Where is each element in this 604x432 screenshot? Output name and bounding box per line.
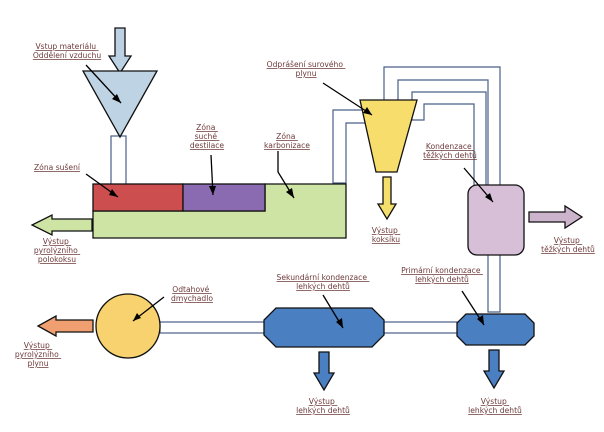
material-input-arrow <box>107 27 133 75</box>
label-carbonization-zone: Zóna karbonizace <box>264 132 310 150</box>
label-light-tar-output-primary: Výstup lehkých dehtů <box>468 397 522 415</box>
arrowhead-drying-zone <box>109 189 118 197</box>
arrowhead-primary-condenser <box>477 315 484 325</box>
label-drying-zone: Zóna sušení <box>34 163 81 172</box>
arrowhead-carbonization <box>286 188 294 198</box>
pipe-cyclone-to-heavy-condenser <box>411 91 487 187</box>
arrowhead-material-input <box>112 94 121 103</box>
label-coke-dust-output: Výstup koksíku <box>372 226 401 244</box>
label-raw-gas-dedusting: Odprášení surového plynu <box>267 60 346 78</box>
arrowhead-dry-distillation <box>209 186 216 195</box>
heavy-tar-condenser <box>467 184 525 256</box>
pipe-cyclone-loop <box>383 66 501 313</box>
leader-carbonization <box>277 151 295 199</box>
pipe-blower-to-secondary <box>159 321 267 334</box>
pyrolysis-reactor <box>92 183 347 239</box>
leader-arrowheads <box>109 94 493 328</box>
heavy-tar-output-arrow <box>528 204 584 230</box>
dry-distillation-zone <box>182 183 266 212</box>
raw-gas-cyclone <box>359 99 418 173</box>
label-semicoke-output: Výstup pyrolýzního polokoksu <box>34 237 80 264</box>
label-material-input: Vstup materiálu Oddělení vzduchu <box>33 42 102 60</box>
label-primary-light-tar-condensation: Primární kondenzace lehkých dehtů <box>401 266 483 284</box>
arrowhead-secondary-condenser <box>336 318 343 328</box>
semicoke-output-arrow <box>30 213 93 237</box>
arrowhead-cyclone <box>363 107 372 115</box>
label-light-tar-output-secondary: Výstup lehkých dehtů <box>296 397 350 415</box>
label-exhaust-blower: Odtahové dmychadlo <box>171 285 213 303</box>
label-dry-distillation-zone: Zóna suché destilace <box>190 123 224 150</box>
exhaust-blower <box>95 293 161 359</box>
arrowhead-blower <box>133 313 141 321</box>
feed-hopper <box>81 70 159 139</box>
label-heavy-tar-output: Výstup těžkých dehtů <box>541 236 595 254</box>
primary-light-tar-condenser <box>456 313 535 346</box>
secondary-light-tar-condenser <box>263 307 385 348</box>
leader-cyclone <box>322 82 373 116</box>
arrowhead-heavy-condenser <box>485 193 493 202</box>
pipe-hopper-feed <box>110 135 127 187</box>
primary-light-tar-output-arrow <box>482 349 506 390</box>
pyrolysis-gas-output-arrow <box>36 314 94 338</box>
pipe-secondary-to-primary <box>382 321 460 334</box>
secondary-light-tar-output-arrow <box>312 351 336 392</box>
label-pyrolysis-gas-output: Výstup pyrolýzního plynu <box>15 341 61 368</box>
drying-zone <box>92 183 184 212</box>
coke-dust-output-arrow <box>376 176 398 221</box>
label-heavy-tar-condensation: Kondenzace těžkých dehtů <box>423 142 477 160</box>
label-secondary-light-tar-condensation: Sekundární kondenzace lehkých dehtů <box>277 273 370 291</box>
